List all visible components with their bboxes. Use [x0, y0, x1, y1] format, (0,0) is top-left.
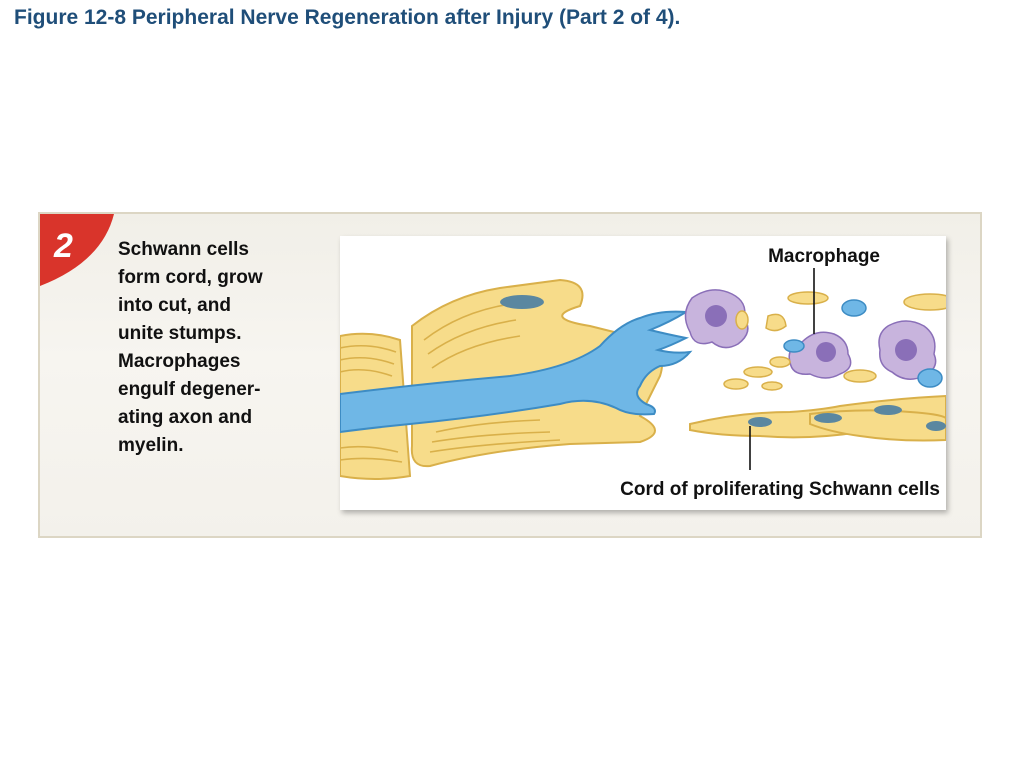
macrophage-label: Macrophage	[768, 246, 880, 267]
step-description-line: unite stumps.	[118, 323, 242, 344]
schwann-nucleus	[500, 295, 544, 309]
macrophage-cell	[878, 320, 937, 380]
step-number: 2	[54, 227, 73, 265]
step-description-line: engulf degener-	[118, 379, 261, 400]
schwann-nucleus	[874, 405, 902, 415]
schwann-cord-label: Cord of proliferating Schwann cells	[620, 479, 940, 500]
step-description: Schwann cells form cord, grow into cut, …	[118, 236, 318, 460]
step-description-line: ating axon and	[118, 407, 253, 428]
schwann-cell-cord	[689, 394, 946, 442]
schwann-nucleus	[814, 413, 842, 423]
step-badge	[40, 214, 114, 286]
step-description-line: Macrophages	[118, 351, 241, 372]
macrophage-cell	[788, 331, 852, 379]
step-description-line: Schwann cells	[118, 239, 249, 260]
nerve-regeneration-illustration: Macrophage Cord of proliferating Schwann…	[340, 236, 946, 510]
figure-title: Figure 12-8 Peripheral Nerve Regeneratio…	[14, 6, 681, 29]
myelin-debris	[723, 291, 946, 391]
schwann-nucleus	[926, 421, 946, 431]
step-description-line: myelin.	[118, 435, 184, 456]
schwann-nucleus	[748, 417, 772, 427]
step-description-line: form cord, grow	[118, 267, 263, 288]
macrophage-cell	[684, 289, 749, 349]
axon-debris	[783, 299, 943, 388]
step-description-line: into cut, and	[118, 295, 231, 316]
regenerating-axon	[340, 310, 693, 434]
step-panel: 2 Schwann cells form cord, grow into cut…	[38, 212, 982, 538]
